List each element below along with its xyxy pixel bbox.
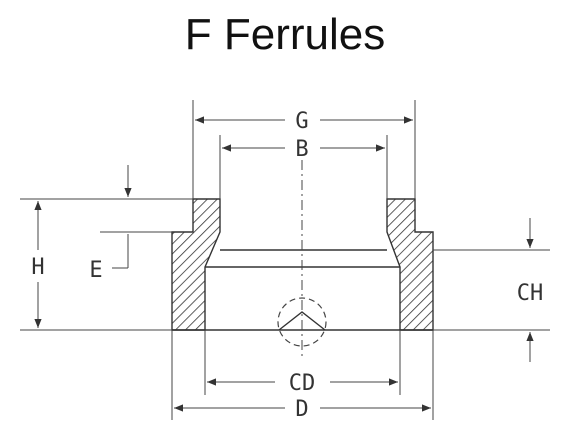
right-section bbox=[386, 198, 434, 331]
dimension-b: B bbox=[222, 137, 385, 162]
dimension-ch: CH bbox=[517, 218, 544, 362]
label-h: H bbox=[31, 255, 44, 280]
diagram-title: F Ferrules bbox=[184, 10, 386, 59]
hidden-notch bbox=[278, 311, 326, 331]
extension-lines bbox=[20, 100, 550, 420]
dimension-h: H bbox=[31, 201, 45, 328]
left-section bbox=[171, 198, 221, 331]
label-g: G bbox=[295, 109, 308, 134]
hidden-circle bbox=[277, 297, 327, 347]
label-ch: CH bbox=[517, 281, 544, 306]
dimension-cd: CD bbox=[207, 371, 398, 396]
label-d: D bbox=[295, 397, 308, 422]
dimension-d: D bbox=[174, 397, 431, 422]
label-cd: CD bbox=[289, 371, 316, 396]
dimension-g: G bbox=[195, 109, 413, 134]
label-b: B bbox=[295, 137, 308, 162]
label-e: E bbox=[89, 258, 102, 283]
dimension-e: E bbox=[89, 165, 132, 283]
